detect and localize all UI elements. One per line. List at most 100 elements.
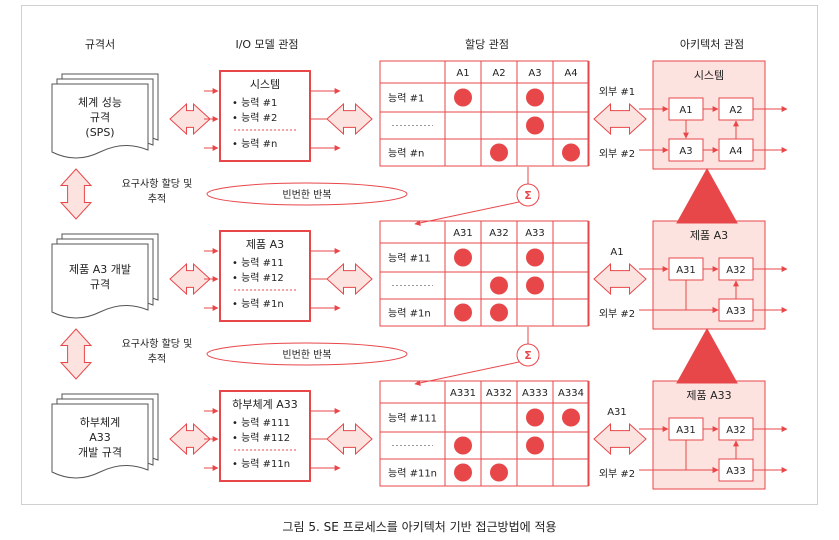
allocation-mark <box>526 116 544 135</box>
io-model-item: • 능력 #111 <box>232 417 290 429</box>
allocation-mark <box>490 303 508 322</box>
allocation-mark <box>490 143 508 162</box>
architecture-block-label: A3 <box>679 146 692 157</box>
matrix-col-header: A32 <box>489 228 509 239</box>
allocation-mark <box>454 463 472 482</box>
external-input-label: A1 <box>610 247 623 258</box>
iteration-ellipse <box>206 342 408 366</box>
io-model-title: 하부체계 A33 <box>232 397 298 411</box>
allocation-mark <box>454 436 472 455</box>
io-matrix-double-arrow <box>326 422 373 456</box>
external-input-label: 외부 #2 <box>599 468 635 480</box>
io-matrix-double-arrow <box>326 102 373 136</box>
header-io-model: I/O 모델 관점 <box>235 38 298 51</box>
matrix-col-header: A331 <box>450 388 476 399</box>
external-input-label: 외부 #2 <box>599 308 635 320</box>
trace-double-arrow <box>59 328 93 380</box>
trace-label: 요구사항 할당 및 <box>122 338 193 350</box>
allocation-mark <box>526 276 544 295</box>
matrix-arch-double-arrow <box>593 422 647 456</box>
external-input-label: 외부 #2 <box>599 148 635 160</box>
architecture-block-label: A33 <box>726 306 746 317</box>
allocation-mark <box>454 303 472 322</box>
matrix-col-header: A333 <box>522 388 548 399</box>
io-model-item: • 능력 #1 <box>232 97 277 109</box>
matrix-col-header: A3 <box>528 68 541 79</box>
decomposition-triangle <box>676 327 738 384</box>
spec-label: A33 <box>89 431 111 444</box>
sigma-output-arrow <box>414 201 520 226</box>
spec-label: 개발 규격 <box>78 446 122 459</box>
matrix-col-header: A33 <box>525 228 545 239</box>
external-input-label: A31 <box>607 407 627 418</box>
architecture-block-label: A31 <box>676 265 696 276</box>
sigma-output-arrow <box>414 361 520 386</box>
trace-label: 추적 <box>148 353 166 365</box>
io-model-item: • 능력 #n <box>232 138 277 150</box>
architecture-block-label: A32 <box>726 425 746 436</box>
matrix-arch-double-arrow <box>593 102 647 136</box>
decomposition-triangle <box>676 167 738 224</box>
io-model-box <box>219 390 311 482</box>
architecture-title: 제품 A3 <box>690 229 728 242</box>
architecture-block-label: A4 <box>729 146 742 157</box>
matrix-row-label: 능력 #111 <box>388 413 437 425</box>
spec-label: 규격 <box>90 278 110 291</box>
spec-label: 규격 <box>90 111 110 124</box>
architecture-block-label: A1 <box>679 105 692 116</box>
spec-label: (SPS) <box>85 126 114 139</box>
header-architecture: 아키텍처 관점 <box>680 38 744 51</box>
allocation-mark <box>490 276 508 295</box>
trace-label: 추적 <box>148 193 166 205</box>
trace-label: 요구사항 할당 및 <box>122 178 193 190</box>
allocation-mark <box>526 408 544 427</box>
architecture-title: 시스템 <box>694 69 724 82</box>
matrix-row-label: 능력 #11 <box>388 253 431 265</box>
header-spec: 규격서 <box>85 38 115 51</box>
iteration-ellipse <box>206 182 408 206</box>
io-model-item: • 능력 #112 <box>232 432 290 444</box>
spec-label: 제품 A3 개발 <box>69 263 131 276</box>
architecture-block-label: A33 <box>726 466 746 477</box>
architecture-title: 제품 A33 <box>686 389 731 402</box>
io-matrix-double-arrow <box>326 262 373 296</box>
architecture-block-label: A31 <box>676 425 696 436</box>
internal-arrow <box>685 440 719 473</box>
io-model-item: • 능력 #11n <box>232 458 290 470</box>
spec-sheet <box>51 243 149 319</box>
figure-caption: 그림 5. SE 프로세스를 아키텍처 기반 접근방법에 적용 <box>282 520 557 534</box>
matrix-col-header: A332 <box>486 388 512 399</box>
io-model-box <box>219 70 311 162</box>
matrix-col-header: A31 <box>453 228 473 239</box>
allocation-mark <box>526 248 544 267</box>
spec-sheet <box>51 83 149 159</box>
allocation-mark <box>490 463 508 482</box>
spec-label: 체계 성능 <box>78 96 122 109</box>
io-model-box <box>219 230 311 322</box>
allocation-mark <box>562 143 580 162</box>
matrix-col-header: A334 <box>558 388 584 399</box>
sigma-circle <box>516 343 540 367</box>
io-model-title: 시스템 <box>250 78 280 91</box>
architecture-block-label: A32 <box>726 265 746 276</box>
allocation-mark <box>454 248 472 267</box>
sigma-symbol: Σ <box>524 349 532 362</box>
matrix-arch-double-arrow <box>593 262 647 296</box>
matrix-col-header: A1 <box>456 68 469 79</box>
io-model-item: • 능력 #1n <box>232 298 284 310</box>
iteration-label: 빈번한 반복 <box>282 189 331 201</box>
matrix-row-label: 능력 #11n <box>388 468 437 480</box>
se-process-diagram: 규격서 I/O 모델 관점 할당 관점 아키텍처 관점 체계 성능규격(SPS)… <box>51 38 788 490</box>
allocation-mark <box>526 436 544 455</box>
io-model-item: • 능력 #12 <box>232 272 284 284</box>
allocation-mark <box>454 88 472 107</box>
io-model-item: • 능력 #11 <box>232 257 284 269</box>
matrix-row-label: 능력 #1 <box>388 93 424 105</box>
trace-double-arrow <box>59 168 93 220</box>
